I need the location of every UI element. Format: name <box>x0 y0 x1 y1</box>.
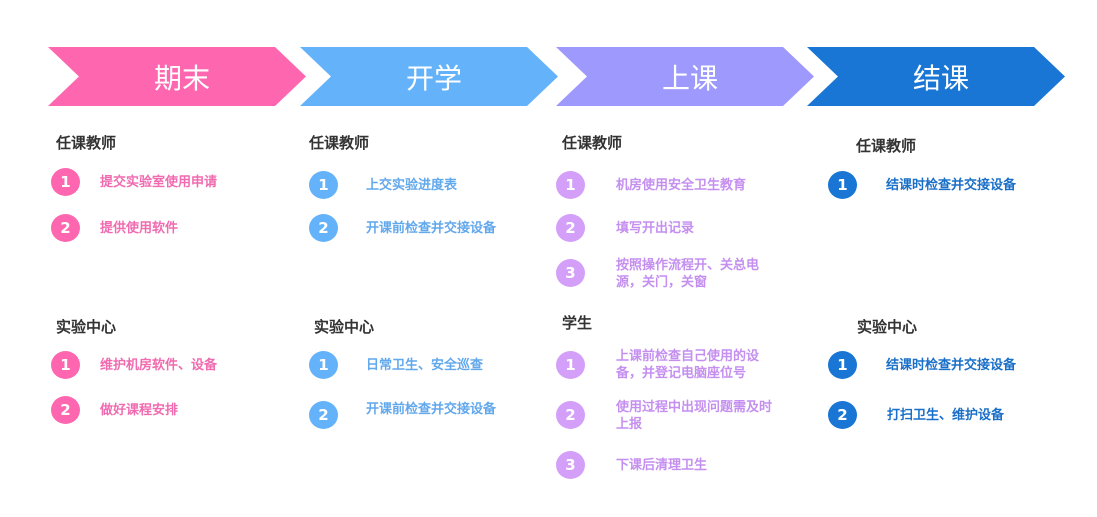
step-number: 3 <box>556 451 585 479</box>
step-number: 1 <box>309 171 338 199</box>
group-heading: 学生 <box>562 314 593 332</box>
step-text: 填写开出记录 <box>616 221 695 236</box>
group-heading: 实验中心 <box>56 318 117 336</box>
step-number: 1 <box>828 171 857 199</box>
step-number: 1 <box>51 351 80 379</box>
step-text: 维护机房软件、设备 <box>100 358 218 373</box>
stage-title: 上课 <box>661 61 718 95</box>
step-text: 打扫卫生、维护设备 <box>887 408 1005 423</box>
stage-title: 期末 <box>153 61 210 95</box>
step-text: 机房使用安全卫生教育 <box>616 178 747 193</box>
stage-arrow-end: 结课 <box>807 47 1065 106</box>
stage-arrow-class: 上课 <box>556 47 814 106</box>
step-text: 提供使用软件 <box>100 221 179 236</box>
stage-title: 开学 <box>405 61 462 95</box>
step-number: 2 <box>309 401 338 429</box>
step-number: 2 <box>828 401 857 429</box>
group-heading: 任课教师 <box>856 137 917 155</box>
group-heading: 任课教师 <box>562 134 623 152</box>
step-text: 上课前检查自己使用的设备，并登记电脑座位号 <box>616 349 760 381</box>
group-heading: 任课教师 <box>309 134 370 152</box>
step-number: 1 <box>51 168 80 196</box>
stage-arrow-final: 期末 <box>48 47 306 106</box>
step-text: 日常卫生、安全巡查 <box>366 358 484 373</box>
stage-title: 结课 <box>912 61 969 95</box>
stage-arrow-start: 开学 <box>300 47 558 106</box>
step-number: 2 <box>309 214 338 242</box>
step-text: 使用过程中出现问题需及时上报 <box>616 400 773 432</box>
group-heading: 实验中心 <box>314 318 375 336</box>
step-number: 1 <box>556 171 585 199</box>
step-number: 2 <box>556 401 585 429</box>
step-text: 开课前检查并交接设备 <box>366 402 497 417</box>
step-number: 2 <box>51 396 80 424</box>
step-text: 按照操作流程开、关总电源，关门，关窗 <box>616 258 760 290</box>
step-number: 2 <box>556 214 585 242</box>
step-number: 1 <box>828 351 857 379</box>
step-text: 结课时检查并交接设备 <box>886 358 1017 373</box>
step-text: 做好课程安排 <box>100 403 179 418</box>
step-text: 上交实验进度表 <box>366 178 458 193</box>
group-heading: 任课教师 <box>56 134 117 152</box>
step-text: 下课后清理卫生 <box>616 458 708 473</box>
group-heading: 实验中心 <box>857 318 918 336</box>
step-text: 开课前检查并交接设备 <box>366 221 497 236</box>
step-text: 结课时检查并交接设备 <box>886 178 1017 193</box>
step-number: 1 <box>556 351 585 379</box>
step-text: 提交实验室使用申请 <box>100 175 218 190</box>
step-number: 1 <box>309 351 338 379</box>
step-number: 3 <box>556 259 585 287</box>
step-number: 2 <box>51 214 80 242</box>
